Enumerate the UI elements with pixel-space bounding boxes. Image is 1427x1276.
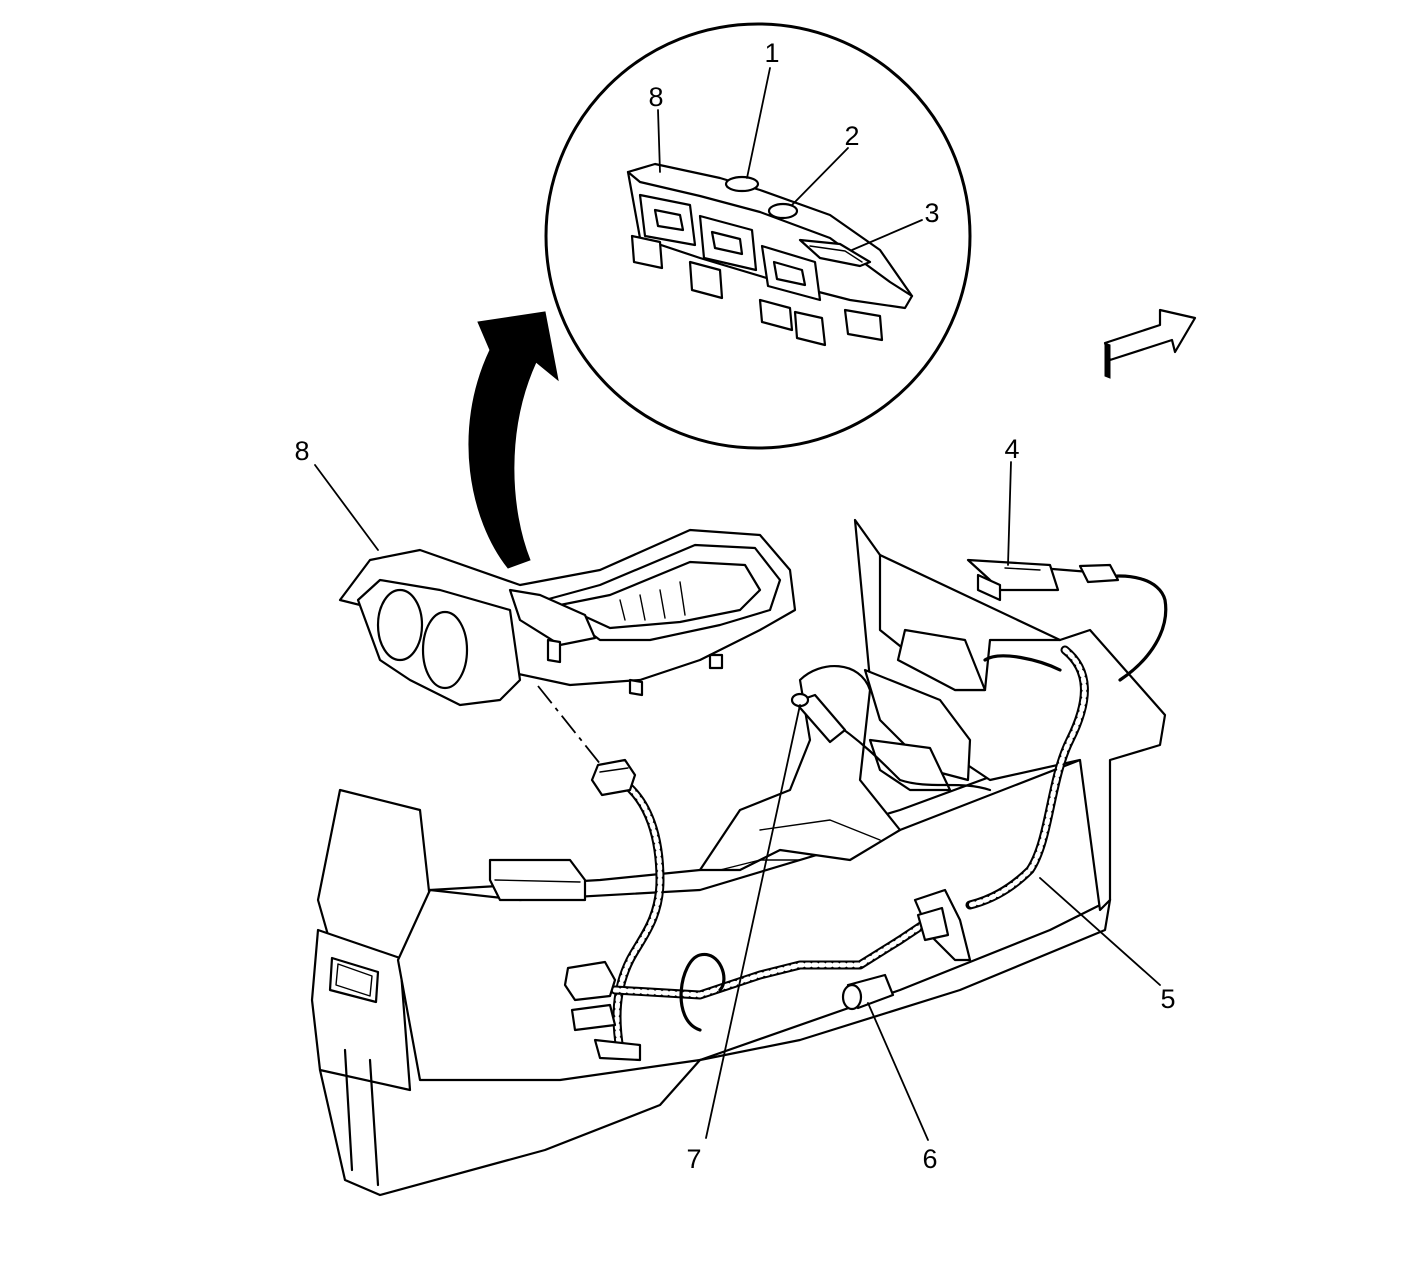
console-switch-bezel	[338, 528, 797, 707]
leader-4	[1007, 461, 1012, 566]
connectors	[563, 558, 1120, 1062]
detail-view: 1 2 3 8	[544, 22, 972, 450]
leader-3	[851, 219, 923, 251]
leader-7	[705, 704, 801, 1139]
leader-8-detail	[657, 109, 661, 173]
callout-2: 2	[844, 121, 859, 151]
leader-2	[791, 147, 849, 206]
detail-switch-bezel	[626, 162, 914, 347]
curved-arrow-icon	[468, 311, 559, 569]
callout-6: 6	[922, 1144, 937, 1174]
callout-4: 4	[1004, 434, 1019, 464]
leader-8-main	[314, 464, 379, 551]
callout-5: 5	[1160, 984, 1175, 1014]
callout-7: 7	[686, 1144, 701, 1174]
leader-5	[1039, 877, 1161, 986]
callout-8-detail: 8	[648, 82, 663, 112]
leader-6	[867, 1002, 929, 1141]
callout-1: 1	[764, 38, 779, 68]
front-direction-arrow-icon	[1103, 308, 1197, 379]
install-path-line	[537, 685, 606, 771]
callout-3: 3	[924, 198, 939, 228]
leader-1	[746, 67, 771, 179]
wiring-harness	[610, 566, 1168, 1055]
callout-8-main: 8	[294, 436, 309, 466]
